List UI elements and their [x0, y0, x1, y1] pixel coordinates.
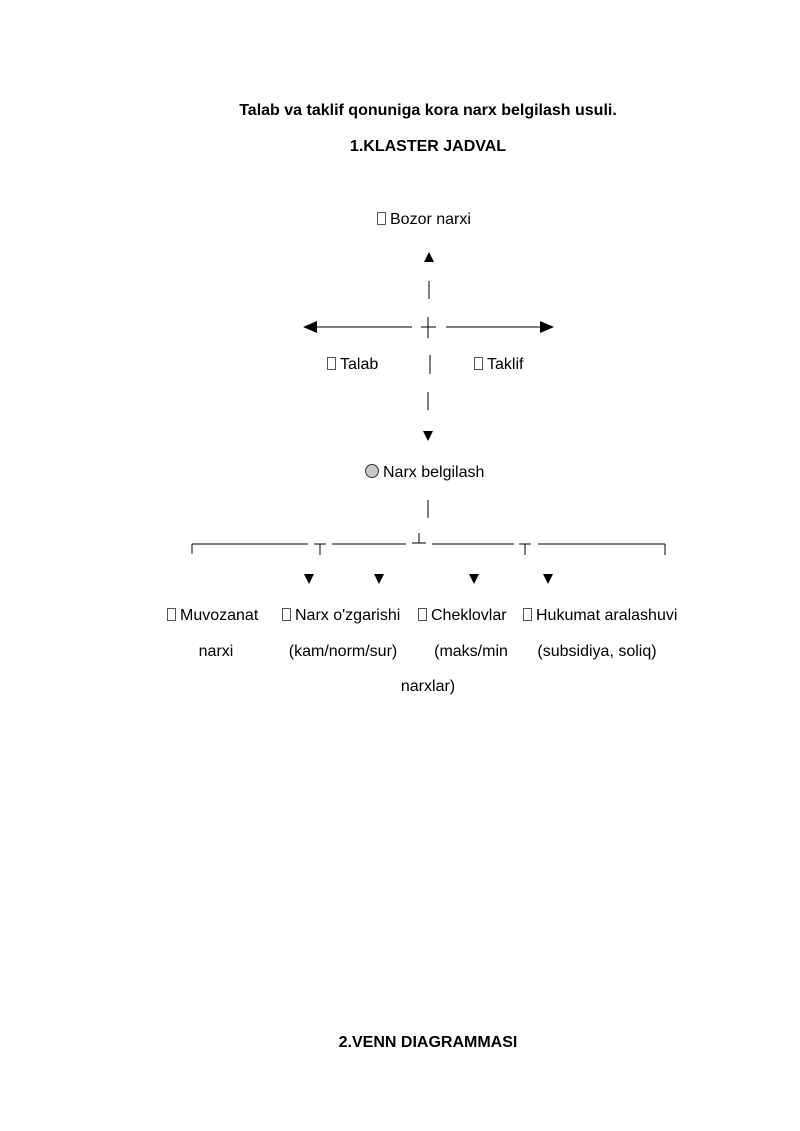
branch-node: Narx o'zgarishi	[282, 607, 400, 625]
branch-line2: narxi	[198, 643, 234, 660]
arrow-down-icon	[423, 431, 433, 441]
arrow-down-icon	[469, 574, 479, 584]
arrow-down-icon	[374, 574, 384, 584]
branch-line2: (maks/min	[434, 643, 508, 660]
cluster-node-center-label: Narx belgilash	[383, 464, 485, 481]
arrow-down-icon	[543, 574, 553, 584]
arrow-left-icon	[303, 321, 317, 333]
arrow-right-icon	[540, 321, 554, 333]
branch-node: Muvozanat	[167, 607, 258, 625]
arrow-up-icon	[424, 252, 434, 262]
cluster-node-left: Talab	[327, 356, 378, 374]
document-title: Talab va taklif qonuniga kora narx belgi…	[239, 102, 617, 119]
branch-line2: (kam/norm/sur)	[288, 643, 398, 660]
cluster-node-center: Narx belgilash	[365, 464, 484, 482]
placeholder-box-icon	[523, 608, 532, 621]
cluster-node-right-label: Taklif	[487, 356, 524, 373]
cluster-node-left-label: Talab	[340, 356, 379, 373]
cluster-node-top: Bozor narxi	[377, 211, 471, 229]
branch-line2: (subsidiya, soliq)	[537, 643, 657, 660]
placeholder-box-icon	[167, 608, 176, 621]
branch-node: Cheklovlar	[418, 607, 507, 625]
branch-line1: Narx o'zgarishi	[295, 607, 401, 624]
cluster-node-top-label: Bozor narxi	[390, 211, 471, 228]
placeholder-box-icon	[282, 608, 291, 621]
branch-line3: narxlar)	[400, 678, 456, 695]
section-heading-cluster: 1.KLASTER JADVAL	[349, 138, 507, 155]
branch-line1: Muvozanat	[180, 607, 259, 624]
cluster-node-right: Taklif	[474, 356, 523, 374]
placeholder-box-icon	[474, 357, 483, 370]
placeholder-box-icon	[418, 608, 427, 621]
circle-icon	[365, 464, 379, 478]
branch-line1: Cheklovlar	[431, 607, 507, 624]
arrow-down-icon	[304, 574, 314, 584]
branch-line1: Hukumat aralashuvi	[536, 607, 678, 624]
section-heading-venn: 2.VENN DIAGRAMMASI	[338, 1034, 518, 1051]
placeholder-box-icon	[327, 357, 336, 370]
branch-node: Hukumat aralashuvi	[523, 607, 677, 625]
placeholder-box-icon	[377, 212, 386, 225]
